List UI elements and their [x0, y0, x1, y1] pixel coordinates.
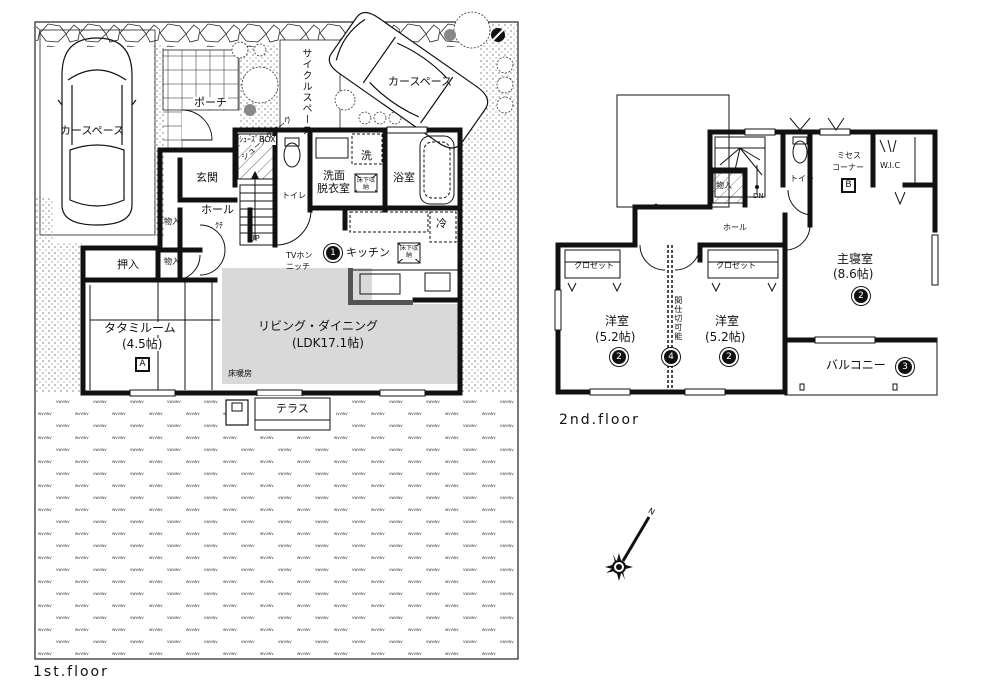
- underfloor-storage-2-label: 床下収納: [400, 245, 419, 260]
- misses-marker-badge: B: [841, 178, 856, 193]
- entrance-label: 玄関: [196, 171, 218, 184]
- downlight-label: DN: [753, 192, 764, 200]
- floor-2-plan: 物入 DN トイレ ミセス コーナー B W.I.C ホール クロゼット クロゼ…: [540, 0, 999, 691]
- closet-2-label: クロゼット: [716, 261, 756, 270]
- storage-2f-label: 物入: [716, 181, 732, 190]
- underfloor-storage-1-label: 床下収納: [357, 177, 376, 192]
- car-space-right-label: カースペース: [388, 75, 453, 88]
- storage-1-label: 物入: [164, 217, 180, 226]
- ldk-size-label: (LDK17.1帖): [292, 336, 364, 350]
- floor-1-caption: 1st.floor: [33, 664, 109, 680]
- compass-rose-icon: [600, 530, 660, 590]
- tv-niche-label-2: ニッチ: [286, 262, 310, 271]
- stairs-up-label: UP: [249, 234, 260, 243]
- western-room-2-label: 洋室: [715, 314, 740, 328]
- misses-corner-label-1: ミセス: [837, 151, 861, 160]
- washer-label: 洗: [361, 149, 372, 162]
- balcony-label: バルコニー: [826, 358, 886, 372]
- car-left: [57, 37, 137, 226]
- misses-corner-label-2: コーナー: [832, 163, 864, 172]
- bathroom-label: 浴室: [393, 171, 415, 184]
- master-marker-badge: 2: [854, 289, 868, 303]
- fridge-label: 冷: [436, 217, 447, 230]
- kitchen-label: キッチン: [346, 246, 390, 259]
- kitchen-marker-badge: 1: [326, 246, 340, 260]
- closet-label: 押入: [117, 258, 139, 271]
- floor-1-plan: wvvwv vwvwv: [33, 11, 519, 680]
- master-size-label: (8.6帖): [833, 267, 874, 281]
- western-room-2-size: (5.2帖): [705, 330, 746, 344]
- floor-2-caption: 2nd.floor: [559, 412, 640, 428]
- washroom-label-1: 洗面: [323, 169, 345, 182]
- master-bedroom-label: 主寝室: [837, 252, 874, 266]
- tatami-room-label: タタミルーム: [104, 321, 176, 336]
- tatami-marker-badge: A: [135, 357, 150, 372]
- car-space-left-label: カースペース: [60, 124, 125, 137]
- cycle-space-label: サイクルスペース: [300, 48, 311, 136]
- western-1-marker-badge: 2: [612, 350, 626, 364]
- floor-1-linework: wvvwv vwvwv: [34, 11, 519, 660]
- western-room-1-size: (5.2帖): [595, 330, 636, 344]
- living-dining-label: リビング・ダイニング: [258, 319, 379, 333]
- terrace-label: テラス: [276, 402, 309, 415]
- car-right: [328, 11, 489, 149]
- western-2-marker-badge: 2: [722, 350, 736, 364]
- western-room-1-label: 洋室: [605, 314, 630, 328]
- wic-label: W.I.C: [880, 161, 901, 170]
- toilet-1f-label: トイレ: [282, 191, 306, 200]
- tv-niche-label-1: TVホン: [286, 251, 313, 260]
- washroom-label-2: 脱衣室: [317, 182, 350, 195]
- floor-heating-label: 床暖房: [228, 369, 252, 378]
- shoe-box-label: ｼｭｰｽﾞBOX: [239, 135, 276, 145]
- closet-1-label: クロゼット: [574, 261, 614, 270]
- compass-rose-graphic: [605, 516, 651, 581]
- partition-note-label: 間仕切可能: [673, 296, 683, 341]
- balcony-marker-badge: 3: [898, 360, 912, 374]
- hall-sub-label: ｸﾁ: [215, 221, 223, 230]
- storage-2-label: 物入: [164, 257, 180, 266]
- hall-1f-label: ホール: [201, 203, 234, 216]
- hall-2f-label: ホール: [723, 223, 747, 232]
- partition-marker-badge: 4: [664, 350, 678, 364]
- toilet-2f-label: トイレ: [790, 174, 814, 183]
- tatami-size-label: (4.5帖): [122, 337, 163, 352]
- floor-2-linework: [554, 94, 939, 581]
- porch-label: ポーチ: [193, 96, 228, 110]
